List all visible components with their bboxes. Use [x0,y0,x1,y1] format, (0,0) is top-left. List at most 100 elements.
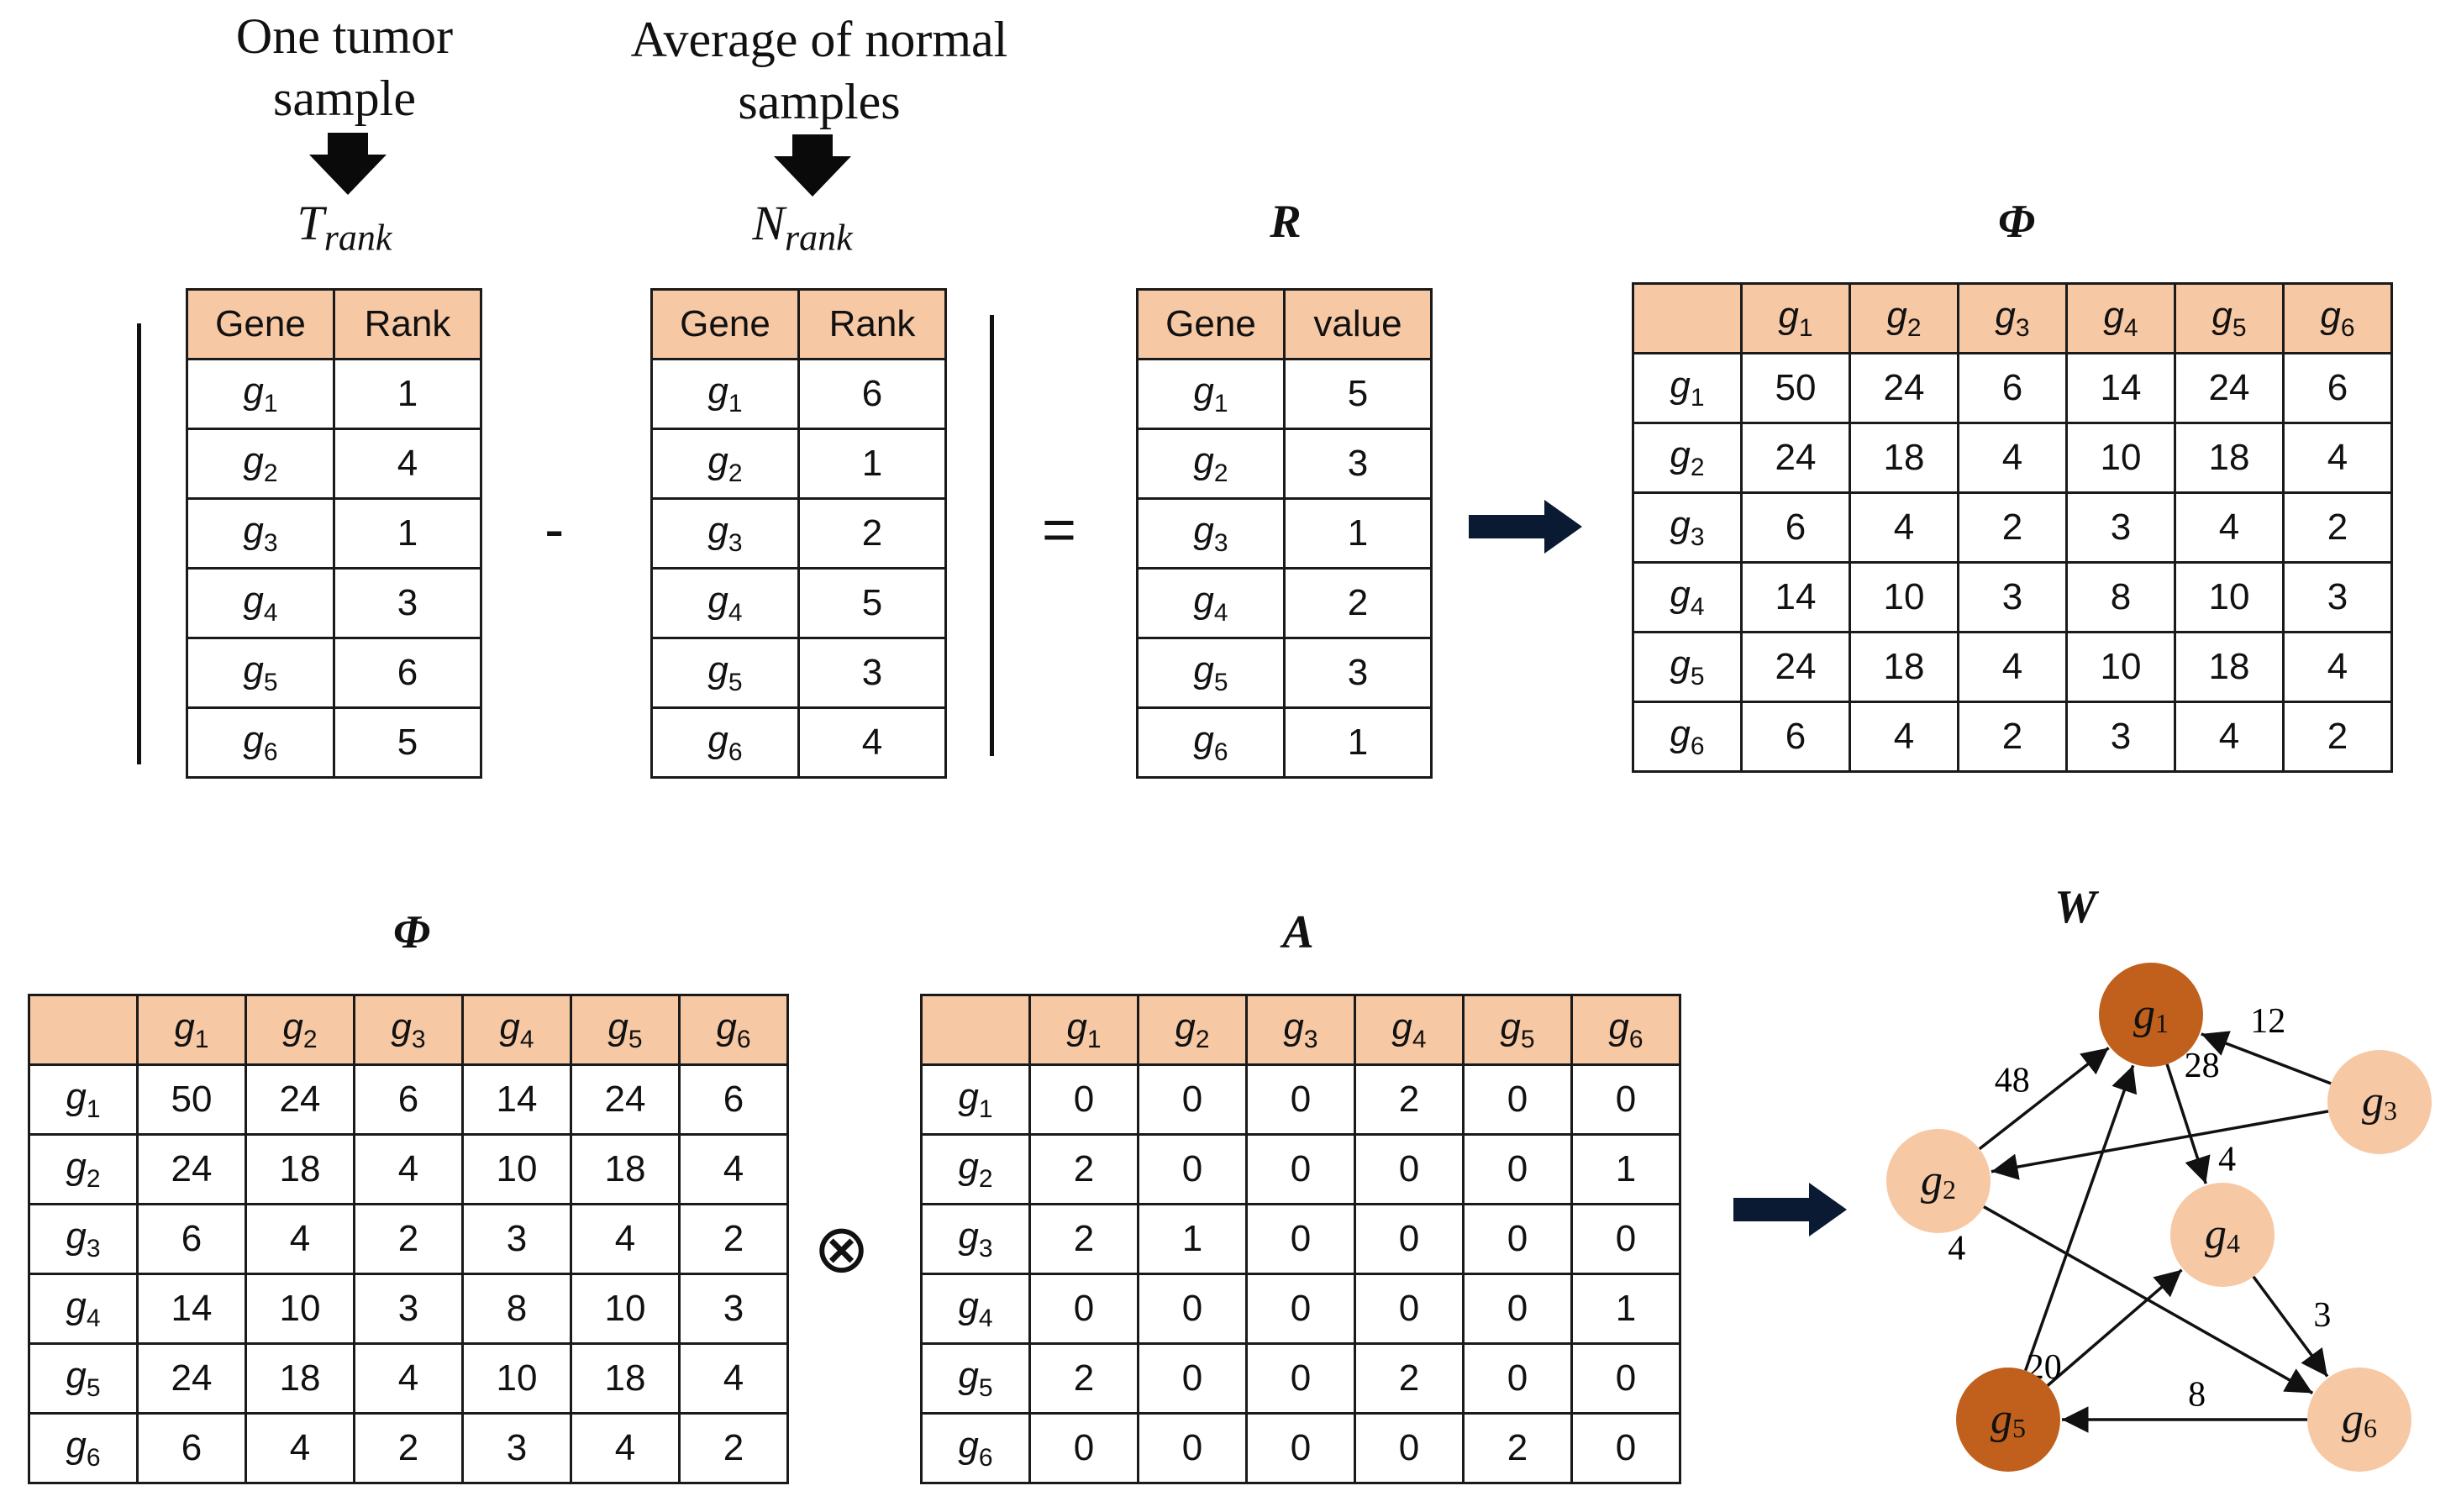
row-header: g6 [28,1412,139,1484]
matrix-cell: 6 [353,1063,464,1136]
matrix-cell: 4 [353,1133,464,1205]
row-header: g1 [28,1063,139,1136]
column-header: g1 [1028,994,1139,1066]
corner-cell [920,994,1031,1066]
matrix-cell: 24 [136,1133,247,1205]
matrix-cell: 3 [2065,491,2176,564]
matrix-cell: 6 [136,1203,247,1275]
gene-cell: g2 [650,428,800,500]
matrix-cell: 10 [2174,561,2285,633]
edge-weight-label: 48 [1995,1061,2030,1100]
label-r: R [1270,196,1302,248]
matrix-cell: 0 [1354,1412,1465,1484]
down-arrow-icon [774,134,851,197]
column-header: g3 [353,994,464,1066]
matrix-cell: 0 [1137,1133,1248,1205]
value-cell: 5 [1283,358,1433,430]
value-cell: 4 [333,428,482,500]
gene-cell: g5 [1136,637,1286,709]
matrix-cell: 2 [353,1203,464,1275]
node-g5: g5 [1956,1368,2060,1472]
down-arrow-icon [309,133,387,195]
column-header: Gene [186,288,335,360]
edge-weight-label: 8 [2188,1376,2206,1415]
matrix-cell: 0 [1354,1133,1465,1205]
column-header: Rank [797,288,947,360]
matrix-cell: 0 [1462,1273,1573,1345]
matrix-cell: 4 [2174,701,2285,773]
value-cell: 1 [1283,706,1433,779]
edge-g5-g4 [2046,1268,2183,1387]
matrix-cell: 0 [1137,1412,1248,1484]
edge-weight-label: 12 [2250,1002,2285,1041]
matrix-cell: 4 [245,1203,355,1275]
edge-weight-label: 4 [1948,1230,1965,1268]
matrix-cell: 0 [1570,1203,1681,1275]
column-header: g1 [136,994,247,1066]
gene-cell: g4 [186,567,335,639]
matrix-cell: 0 [1354,1273,1465,1345]
matrix-cell: 4 [1957,631,2068,703]
column-header: Rank [333,288,482,360]
matrix-cell: 10 [461,1342,572,1415]
row-header: g4 [920,1273,1031,1345]
matrix-cell: 0 [1245,1273,1356,1345]
label-a: A [1282,906,1314,958]
column-header: g4 [1354,994,1465,1066]
matrix-cell: 18 [1849,422,1959,494]
matrix-cell: 2 [2282,491,2393,564]
matrix-cell: 1 [1570,1273,1681,1345]
matrix-cell: 4 [245,1412,355,1484]
node-g1: g1 [2099,963,2203,1067]
matrix-cell: 1 [1570,1133,1681,1205]
matrix-cell: 0 [1137,1063,1248,1136]
edge-weight-label: 28 [2185,1047,2220,1085]
gene-cell: g3 [650,497,800,570]
matrix-cell: 0 [1354,1203,1465,1275]
matrix-cell: 4 [570,1203,681,1275]
matrix-cell: 18 [245,1133,355,1205]
row-header: g2 [1632,422,1743,494]
node-label: g5 [1991,1395,2026,1443]
abs-bar-left [137,323,141,764]
matrix-cell: 2 [1028,1342,1139,1415]
matrix-cell: 18 [2174,422,2285,494]
gene-cell: g3 [186,497,335,570]
matrix-cell: 6 [2282,352,2393,424]
matrix-cell: 24 [1740,631,1851,703]
value-cell: 3 [797,637,947,709]
matrix-cell: 0 [1570,1342,1681,1415]
matrix-cell: 1 [1137,1203,1248,1275]
label-t-rank: Trank [297,196,392,259]
column-header: g5 [2174,282,2285,354]
gene-cell: g4 [650,567,800,639]
column-header: g3 [1957,282,2068,354]
column-header: value [1283,288,1433,360]
gene-cell: g6 [186,706,335,779]
matrix-cell: 10 [2065,631,2176,703]
label-w: W [2054,881,2096,933]
column-header: g1 [1740,282,1851,354]
gene-cell: g2 [186,428,335,500]
matrix-cell: 18 [2174,631,2285,703]
matrix-cell: 3 [2065,701,2176,773]
gene-cell: g5 [186,637,335,709]
row-header: g3 [1632,491,1743,564]
